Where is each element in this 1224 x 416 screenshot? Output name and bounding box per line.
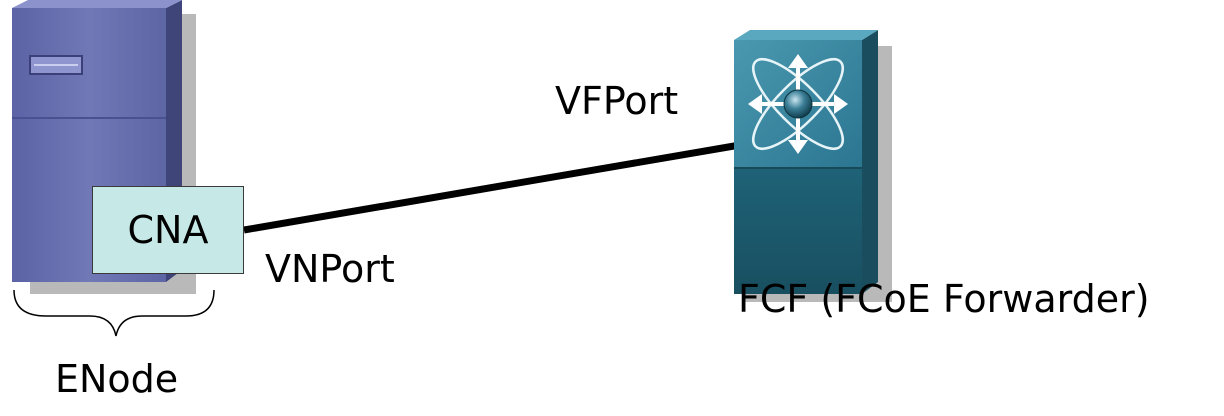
enode-label: ENode (55, 357, 179, 401)
fcoe-link (243, 141, 741, 234)
enode-brace (13, 289, 215, 337)
vfport-label: VFPort (555, 79, 679, 123)
cna-label: CNA (127, 208, 209, 252)
fcf-label: FCF (FCoE Forwarder) (738, 277, 1150, 321)
switch-icon (734, 30, 892, 302)
cna-adapter: CNA (92, 186, 244, 274)
vnport-label: VNPort (265, 247, 395, 291)
